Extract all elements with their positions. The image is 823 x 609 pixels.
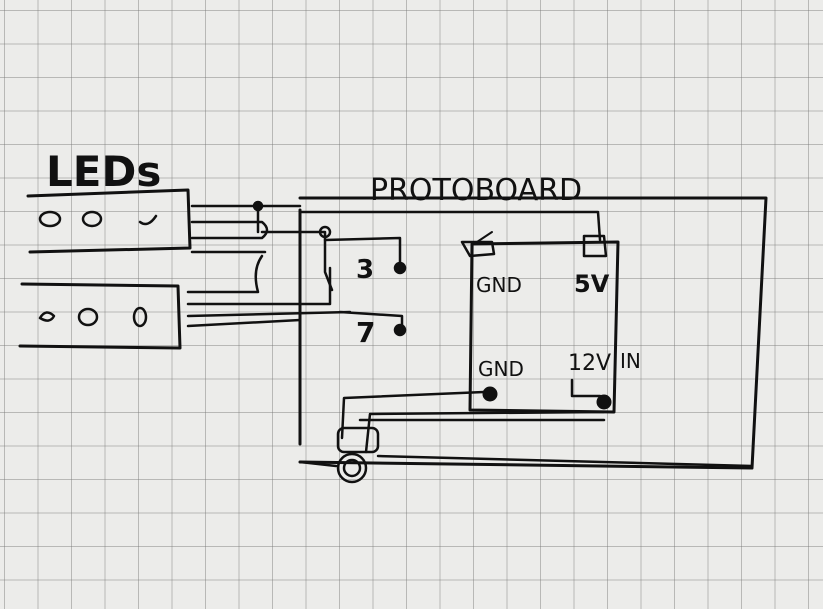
- gnd-top-label: GND: [476, 273, 522, 297]
- led-wires: [186, 200, 352, 328]
- five-v-label: 5V: [574, 270, 610, 298]
- protoboard-wires: [260, 210, 602, 337]
- led-strip-top: [26, 188, 192, 254]
- gnd-bottom-label: GND: [478, 357, 524, 381]
- pin-3-label: 3: [356, 255, 374, 285]
- leds-label: LEDs: [46, 147, 161, 196]
- pin-7-label: 7: [356, 316, 375, 349]
- led-strip-bottom: [18, 282, 182, 350]
- protoboard-outline: [298, 196, 768, 470]
- twelve-v-label: 12V: [568, 351, 611, 376]
- arduino-board: [460, 231, 620, 414]
- in-label: IN: [620, 349, 641, 373]
- power-jack: [298, 390, 754, 484]
- protoboard-label: PROTOBOARD: [370, 173, 582, 208]
